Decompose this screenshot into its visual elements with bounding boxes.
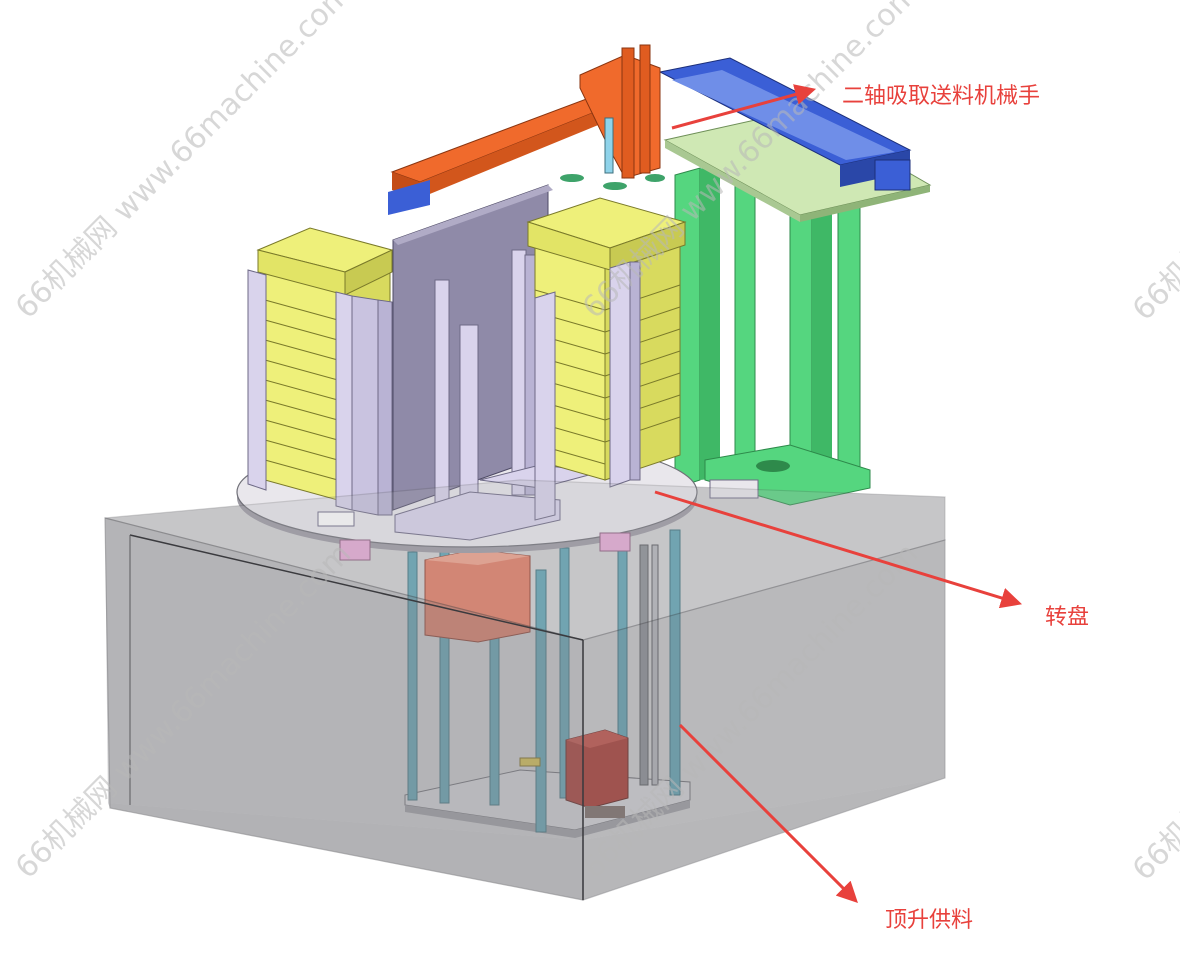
callout-lift-label: 顶升供料 [885, 908, 973, 933]
pink-clamp [599, 532, 631, 552]
lift-column [535, 569, 547, 833]
right-material-stack [526, 197, 687, 521]
orange-linear-axis [388, 44, 665, 215]
pink-clamp [339, 539, 371, 561]
enclosure-glass [104, 479, 946, 901]
lift-column [559, 547, 570, 799]
callout-arrow-turntable [654, 490, 1023, 609]
callout-arrow-lift [678, 723, 858, 903]
callout-turntable-label: 转盘 [1045, 605, 1089, 630]
callout-arrow-robot [671, 84, 817, 130]
watermark-text: 66机械网 www.66machine.com [1126, 0, 1180, 328]
center-frames [394, 249, 601, 541]
gantry-frame [663, 109, 932, 506]
lift-mechanism [404, 529, 691, 838]
lift-column [669, 529, 681, 796]
blue-linear-axis [658, 57, 912, 191]
callout-robot-label: 二轴吸取送料机械手 [842, 84, 1040, 109]
left-material-stack [247, 227, 394, 516]
callouts: 二轴吸取送料机械手 转盘 顶升供料 [654, 84, 1089, 933]
enclosure-back [105, 480, 945, 900]
watermark-text: 66机械网 www.66machine.com [1126, 538, 1180, 887]
lift-column [407, 551, 418, 801]
